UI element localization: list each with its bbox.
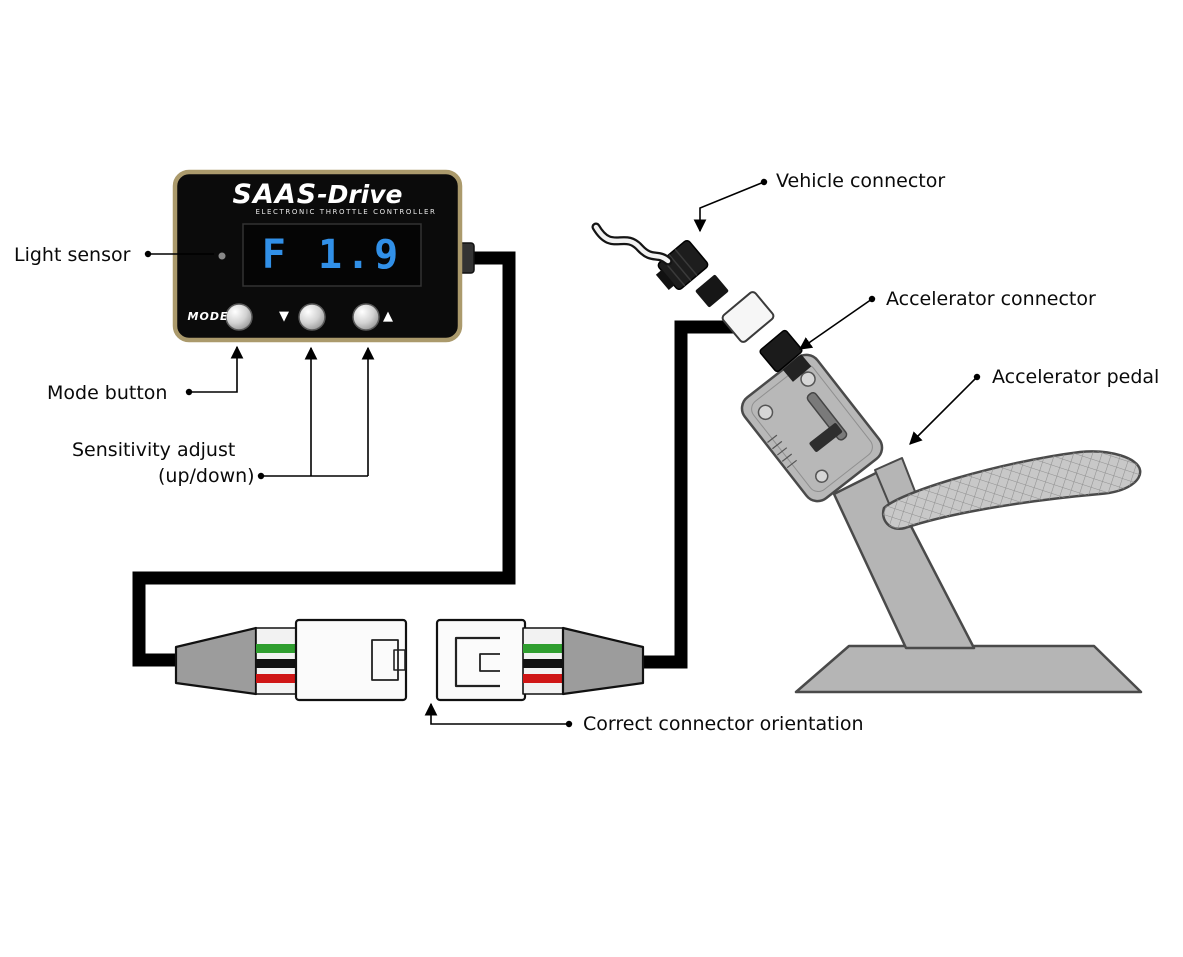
white-coupler (721, 291, 775, 343)
pedal-sensor-housing (740, 353, 884, 503)
pedal-arm (832, 468, 976, 650)
accelerator-pedal-assembly (740, 353, 1143, 694)
accelerator-connector-part (759, 329, 803, 373)
device-logo: SAAS-Drive (175, 179, 460, 210)
mode-button-circle (225, 303, 253, 331)
left-connector-housing (294, 618, 408, 702)
harness-cables (132, 251, 737, 669)
callout-bullets (144, 178, 981, 728)
sensitivity-adjust-label-line2: (up/down) (158, 465, 255, 487)
light-sensor-label: Light sensor (14, 244, 131, 266)
vehicle-connector-part (655, 240, 709, 291)
mode-button-callout-label: Mode button (47, 382, 168, 404)
throttle-controller (172, 169, 475, 343)
cable-right (630, 320, 737, 669)
right-wire-stripes (522, 627, 564, 695)
device-buttons (225, 303, 380, 331)
device-subtitle: ELECTRONIC THROTTLE CONTROLLER (255, 208, 437, 216)
brand-suffix-text: -Drive (317, 180, 403, 209)
accelerator-connector-line (798, 298, 873, 350)
vehicle-connector-line (693, 181, 765, 233)
left-boot (174, 626, 258, 696)
right-connector-housing (435, 618, 527, 702)
accelerator-pedal-line (909, 376, 978, 445)
connector-pair (174, 618, 645, 702)
up-button-circle (352, 303, 380, 331)
up-arrow-glyph: ▲ (383, 309, 393, 324)
device-display-value: F 1.9 (261, 232, 403, 278)
down-arrow-glyph: ▼ (279, 309, 289, 324)
connector-chain (591, 222, 812, 382)
correct-connector-orientation-label: Correct connector orientation (583, 713, 864, 735)
right-boot (561, 626, 645, 696)
left-wire-stripes (255, 627, 297, 695)
callout-lines (148, 181, 978, 725)
down-button-circle (298, 303, 326, 331)
sensitivity-adjust-label-line1: Sensitivity adjust (72, 439, 236, 461)
light-sensor-dot (218, 252, 226, 260)
accelerator-connector-label: Accelerator connector (886, 288, 1096, 310)
accelerator-pedal-label: Accelerator pedal (992, 366, 1160, 388)
mode-button-label: MODE (187, 310, 229, 323)
pedal-base (794, 644, 1143, 694)
device-display (242, 223, 422, 287)
cable-left (132, 251, 516, 667)
brand-text: SAAS (232, 179, 318, 210)
mode-button-line (189, 345, 244, 393)
vehicle-connector-label: Vehicle connector (776, 170, 946, 192)
correct-connector-line (424, 702, 569, 725)
